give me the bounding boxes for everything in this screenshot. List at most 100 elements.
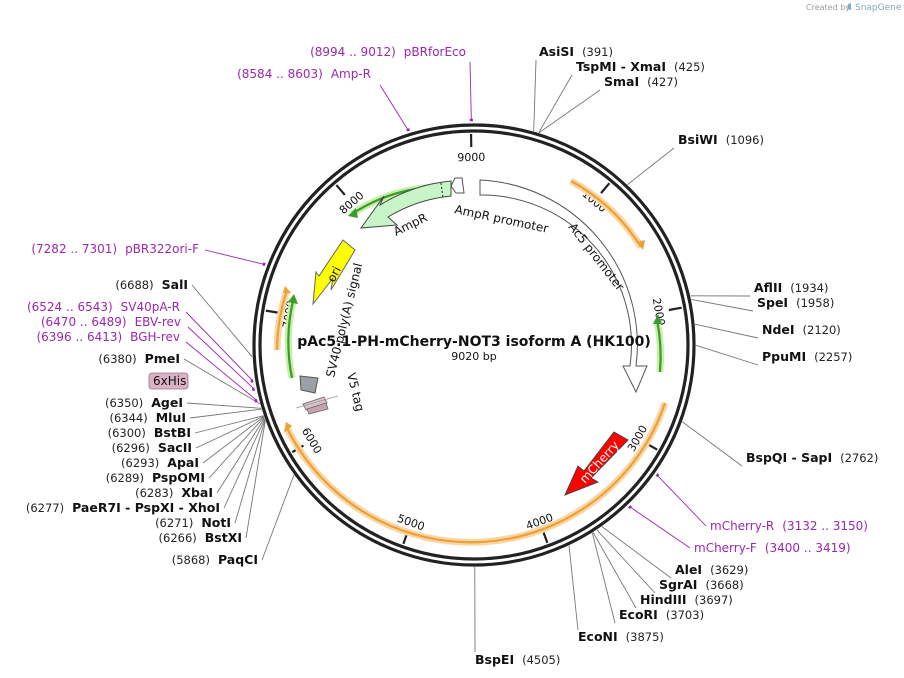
- ampr-overlap-mark: [440, 182, 444, 199]
- primer-site-mark: [262, 262, 266, 267]
- plasmid-title: pAc5.1-PH-mCherry-NOT3 isoform A (HK100): [297, 334, 651, 350]
- enzyme-leader-line: [695, 344, 759, 366]
- primer-label-ebv-rev: (6470 .. 6489)EBV-rev: [41, 315, 181, 329]
- enzyme-label-econi: EcoNI(3875): [578, 629, 664, 644]
- feature-label-ampr-promoter: AmpR promoter: [453, 202, 549, 236]
- primer-leader-line: [379, 84, 409, 132]
- primer-leader-line: [185, 341, 258, 401]
- ruler-tick-mark: [265, 309, 279, 314]
- backbone-inner-ring: [258, 129, 690, 561]
- v5-tag-box: [302, 396, 328, 411]
- enzyme-label-apai: (6293)ApaI: [121, 455, 199, 470]
- enzyme-leader-line: [191, 284, 253, 358]
- enzyme-leader-line: [568, 545, 579, 631]
- enzyme-label-tspmi-xmai: TspMI - XmaI(425): [576, 59, 705, 74]
- enzyme-label-pspomi: (6289)PspOMI: [106, 470, 205, 485]
- primer-leader-line: [629, 506, 691, 549]
- enzyme-label-bstbi: (6300)BstBI: [108, 425, 191, 440]
- orf-arc-2: [286, 402, 667, 544]
- primer-label-pbr322ori-f: (7282 .. 7301)pBR322ori-F: [31, 242, 199, 256]
- features: [295, 177, 648, 496]
- orf-arcs: [273, 177, 669, 546]
- enzyme-label-mlui: (6344)MluI: [109, 410, 186, 425]
- enzyme-label-bsiwi: BsiWI(1096): [678, 132, 764, 147]
- feature-label-v5-tag: V5 tag: [344, 371, 367, 413]
- orf-arc-1-arrowhead: [637, 240, 645, 250]
- credit-brand: SnapGene: [855, 3, 902, 13]
- enzyme-leader-line: [627, 147, 675, 185]
- enzyme-leader-line: [261, 474, 295, 561]
- enzyme-label-bspqi-sapi: BspQI - SapI(2762): [746, 450, 878, 465]
- his-tag-text: 6xHis: [153, 374, 186, 388]
- mcherry-arrow: [564, 431, 629, 496]
- enzyme-leader-line: [208, 416, 265, 479]
- primer-leader-line: [185, 311, 254, 382]
- enzyme-leader-line: [601, 526, 672, 579]
- ruler-tick-mark: [600, 182, 611, 194]
- ori-arrow: [312, 239, 356, 306]
- sv40-terminator-box: [299, 375, 319, 394]
- enzyme-label-pmei: (6380)PmeI: [98, 351, 180, 366]
- primer-label-mcherry-r: mCherry-R(3132 .. 3150): [710, 519, 868, 533]
- ruler-tick-mark: [335, 184, 346, 196]
- primer-label-mcherry-f: mCherry-F(3400 .. 3419): [694, 541, 851, 555]
- enzyme-label-sacii: (6296)SacII: [112, 440, 192, 455]
- primer-leader-line: [469, 61, 472, 122]
- primer-leader-line: [204, 249, 266, 266]
- enzyme-leader-line: [592, 532, 637, 609]
- green-arc-3: [287, 300, 295, 379]
- mcs-line: [295, 395, 339, 409]
- feature-label-ori: ori: [324, 264, 344, 284]
- snapgene-logo-icon: ◖: [847, 2, 852, 12]
- enzyme-leader-line: [195, 415, 264, 449]
- enzyme-leader-line: [533, 59, 537, 132]
- primer-site-mark: [628, 505, 632, 510]
- enzyme-leader-line: [234, 419, 266, 524]
- enzyme-label-agei: (6350)AgeI: [105, 395, 183, 410]
- enzyme-label-bstxi: (6266)BstXI: [159, 530, 242, 545]
- enzyme-leader-line: [682, 421, 743, 467]
- ac5-promoter-arrow: [479, 179, 648, 394]
- enzyme-label-smai: SmaI(427): [604, 74, 678, 89]
- primer-leader-lines: [185, 61, 707, 549]
- feature-label-ampr: AmpR: [391, 210, 429, 238]
- enzyme-label-ppumi: PpuMI(2257): [762, 349, 852, 364]
- green-arc-2-arrowhead: [653, 314, 662, 324]
- enzyme-leader-line: [245, 420, 266, 539]
- enzyme-label-ndei: NdeI(2120): [762, 322, 841, 337]
- enzyme-leader-line: [596, 529, 656, 594]
- primer-site-mark: [251, 387, 255, 392]
- enzyme-label-bspei: BspEI(4505): [475, 652, 560, 667]
- enzyme-leader-line: [694, 323, 759, 339]
- primer-label-amp-r: (8584 .. 8603)Amp-R: [237, 67, 371, 81]
- primer-leader-line: [656, 474, 707, 527]
- his-tag-box: [306, 402, 329, 415]
- feature-label-ac5-promoter: Ac5 promoter: [566, 220, 627, 293]
- enzyme-label-paqci: (5868)PaqCI: [172, 552, 258, 567]
- enzyme-leader-line: [216, 417, 265, 494]
- orf-arc-1: [570, 180, 642, 248]
- primer-label-sv40pa-r: (6524 .. 6543)SV40pA-R: [27, 300, 180, 314]
- enzyme-leader-line: [591, 532, 616, 624]
- enzyme-leader-line: [691, 298, 754, 312]
- credit-prefix: Created by: [806, 3, 850, 12]
- enzyme-leader-line: [186, 402, 262, 409]
- his-tag-badge: [148, 372, 189, 390]
- orf-arc-2-arrowhead: [284, 422, 292, 433]
- primer-leader-line: [187, 326, 255, 390]
- enzyme-labels: AsiSI(391) TspMI - XmaI(425) SmaI(427) B…: [26, 44, 879, 667]
- ruler-tick-mark: [668, 306, 682, 312]
- enzyme-label-paer7i-pspxi-xhoi: (6277)PaeR7I - PspXI - XhoI: [26, 500, 220, 515]
- plasmid-size: 9020 bp: [451, 350, 496, 363]
- enzyme-label-alei: AleI(3629): [675, 562, 748, 577]
- orf-arc-3-arrowhead: [283, 286, 291, 293]
- primer-label-bgh-rev: (6396 .. 6413)BGH-rev: [36, 330, 180, 344]
- primer-label-pbrforeco: (8994 .. 9012)pBRforEco: [310, 45, 466, 59]
- primer-site-mark: [655, 473, 660, 478]
- green-arc-1-arrowhead: [348, 208, 358, 218]
- enzyme-leader-line: [223, 418, 266, 509]
- enzyme-leader-line: [538, 89, 601, 134]
- enzyme-label-ecori: EcoRI(3703): [619, 607, 704, 622]
- green-arc-3-arrowhead: [288, 294, 298, 304]
- his-tag-label: 6xHis: [148, 372, 189, 390]
